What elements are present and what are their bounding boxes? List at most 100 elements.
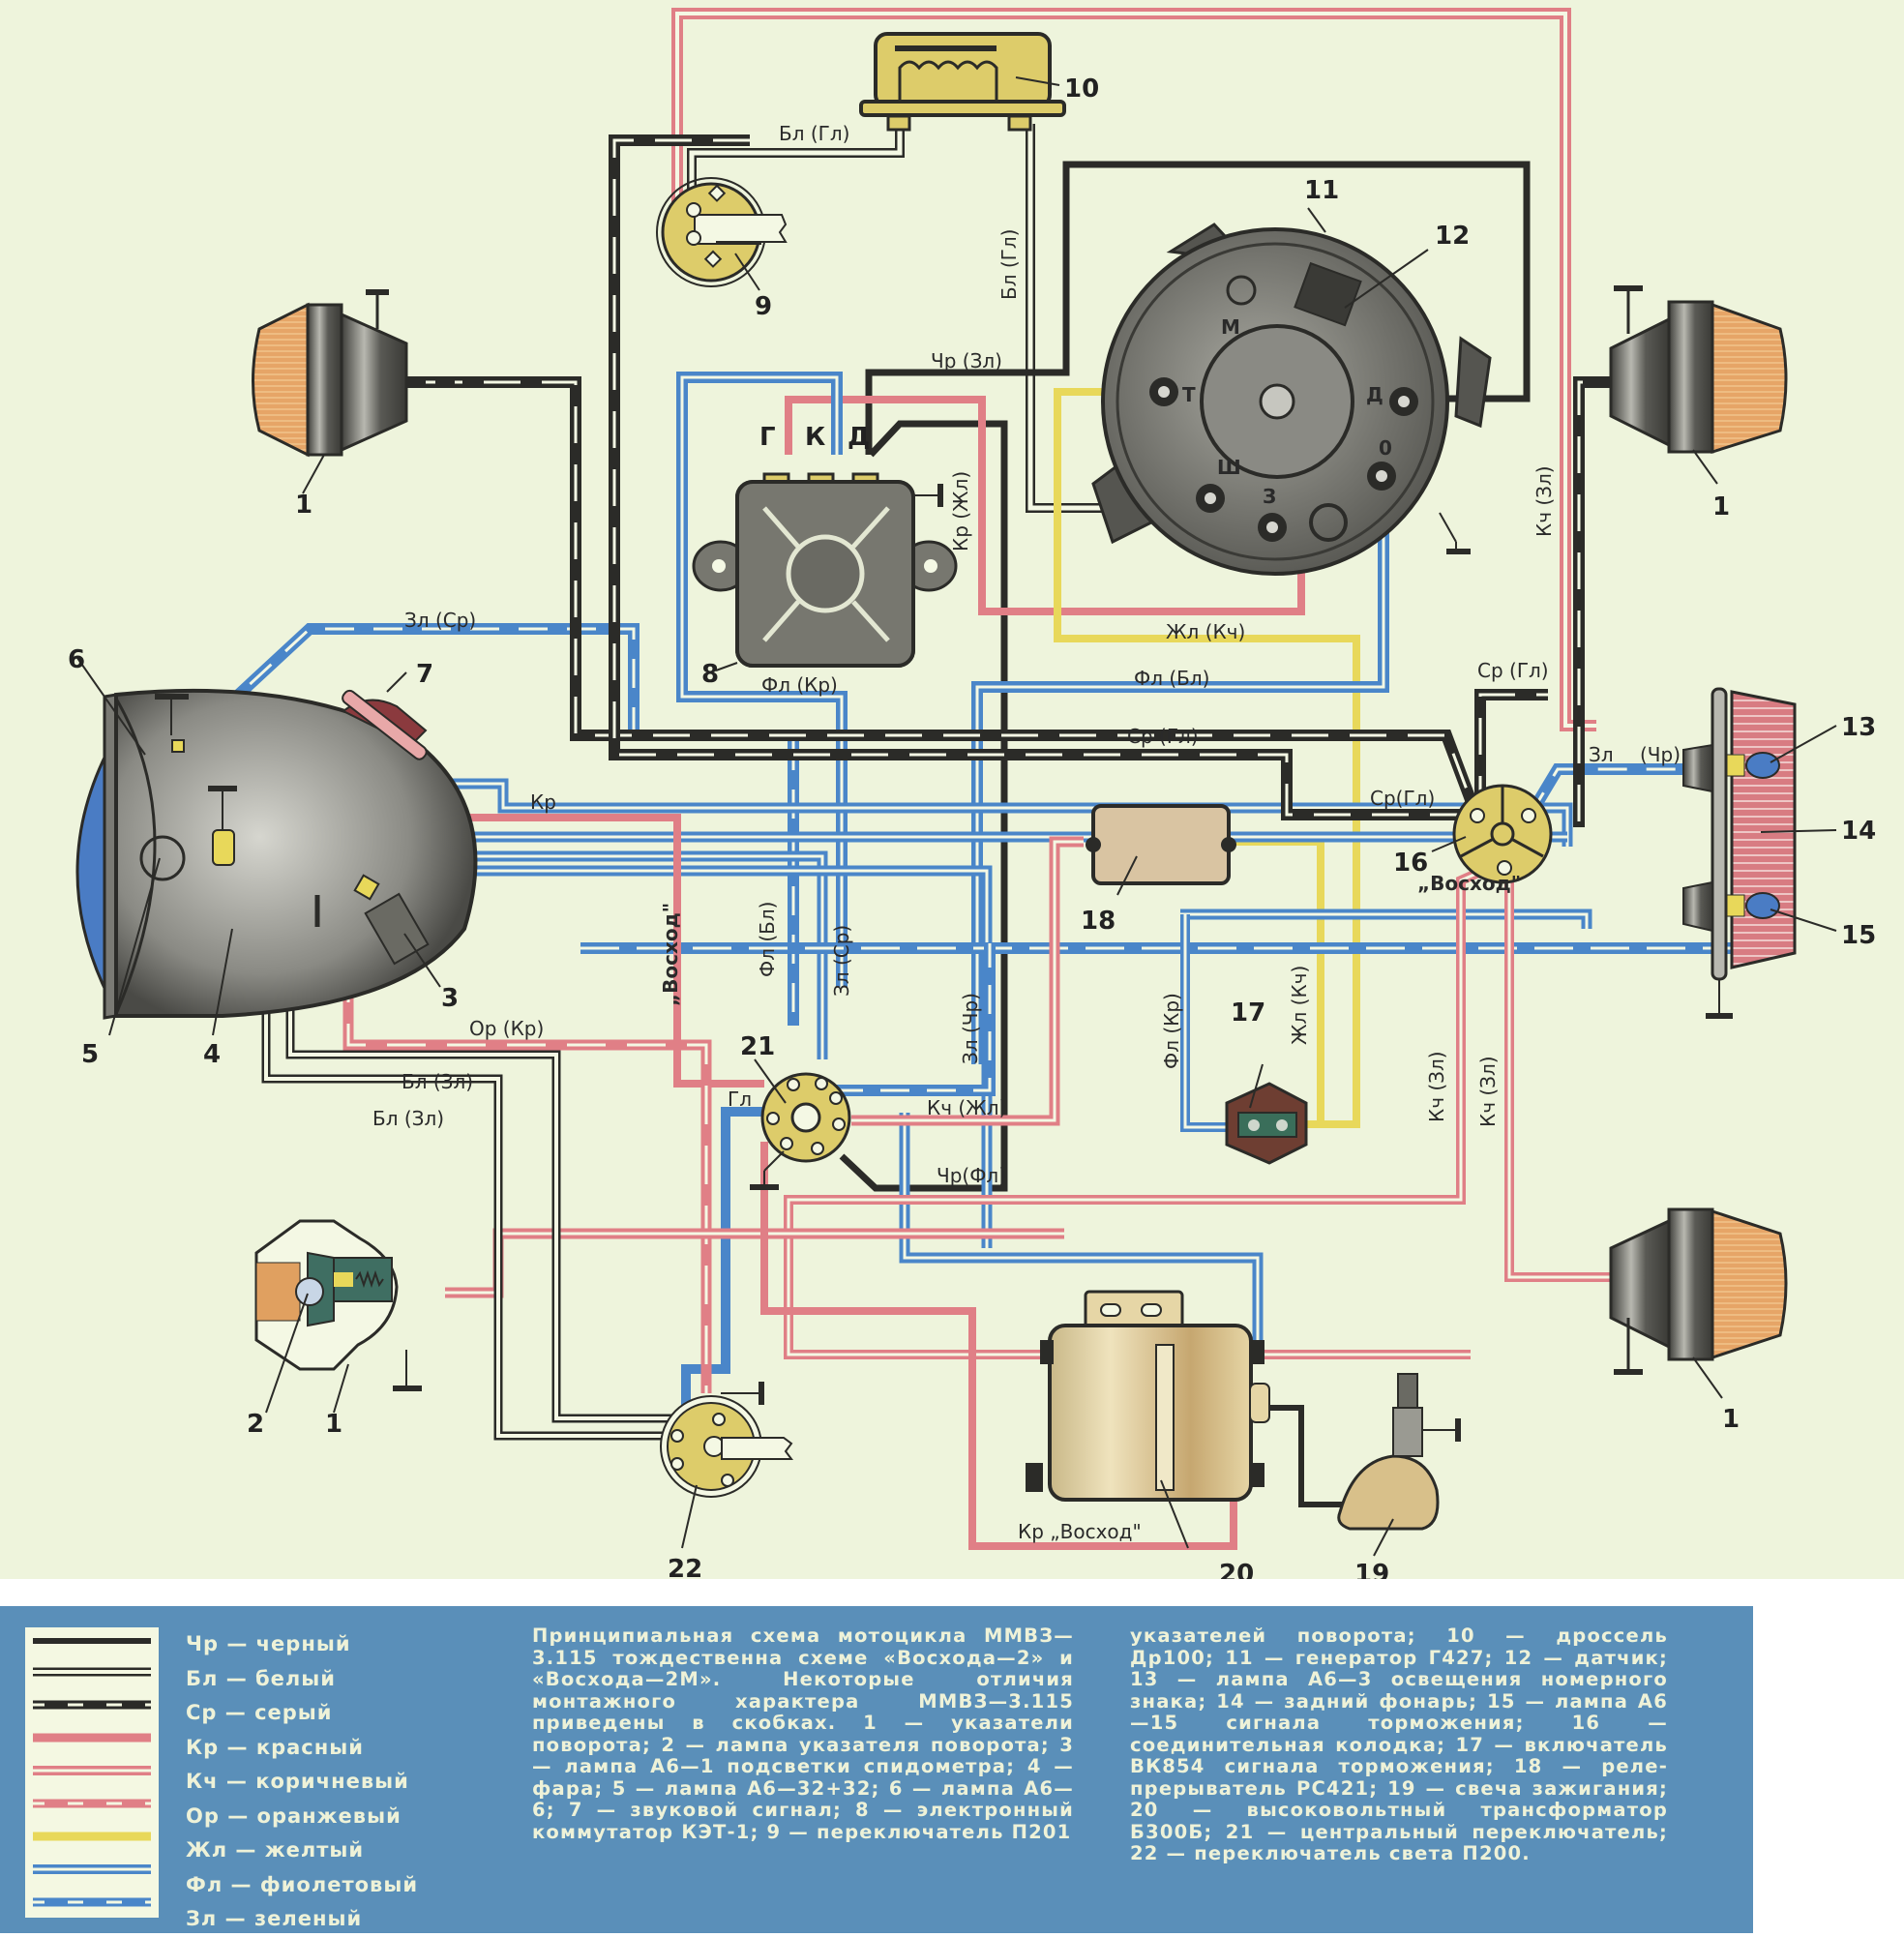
label-num-1b: 1 xyxy=(1712,492,1730,522)
wire-label: „Восход" xyxy=(1417,872,1521,895)
label-num-1a: 1 xyxy=(295,491,312,520)
light-switch-22 xyxy=(660,1382,793,1549)
label-num-8: 8 xyxy=(701,660,719,689)
legend-name: желтый xyxy=(264,1838,365,1862)
wire-label: Бл (Гл) xyxy=(997,229,1021,300)
wire-label: Жл (Кч) xyxy=(1166,620,1245,643)
label-num-3: 3 xyxy=(441,984,459,1013)
label-num-4: 4 xyxy=(203,1040,221,1069)
choke-10 xyxy=(859,32,1066,132)
turn-switch-9 xyxy=(656,177,788,291)
wire-label: Зл (Чр) xyxy=(959,993,982,1064)
relay-18 xyxy=(1086,804,1236,896)
gen-terminal-d: Д xyxy=(1366,383,1383,406)
wire-label: Жл (Кч) xyxy=(1288,966,1311,1045)
label-num-1d: 1 xyxy=(325,1410,342,1439)
terminal-labels: Г К Д М Т Д Ш З 0 xyxy=(759,315,1392,508)
legend-item: Ср — серый xyxy=(186,1696,418,1731)
commutator-8 xyxy=(692,472,958,671)
terminal-g: Г xyxy=(759,423,776,452)
wire-blue-zl-chr xyxy=(834,943,996,1096)
legend-item: Ор — оранжевый xyxy=(186,1800,418,1834)
wire-label: Ср (Гл) xyxy=(1127,725,1199,748)
connector-block-16 xyxy=(1431,784,1553,884)
spark-plug-19 xyxy=(1337,1373,1461,1557)
label-num-20: 20 xyxy=(1219,1560,1254,1579)
generator-11 xyxy=(1091,207,1492,576)
wire-red-kr-zhl xyxy=(785,396,1305,615)
legend-name: фиолетовый xyxy=(259,1872,419,1896)
gen-terminal-z: З xyxy=(1263,485,1276,508)
wire-label: Кч (Зл) xyxy=(1532,465,1556,537)
legend-separator: — xyxy=(227,1803,250,1828)
turn-indicator-lamp-2 xyxy=(254,1219,422,1414)
headlight-4 xyxy=(75,657,478,1036)
wire-labels: Бл (Гл) Бл (Гл) Чр (Зл) Кр (Жл) Кч (Зл) … xyxy=(372,122,1681,1543)
wire-blue-bundle xyxy=(353,778,1780,1248)
legend-code: Зл xyxy=(186,1907,218,1930)
horn-7 xyxy=(342,671,428,760)
wire-ht-lead xyxy=(1258,1405,1350,1507)
legend-separator: — xyxy=(235,1838,257,1862)
label-num-15: 15 xyxy=(1841,921,1876,950)
gen-terminal-0: 0 xyxy=(1379,436,1392,460)
legend-name: серый xyxy=(254,1701,333,1724)
wire-label: Кр xyxy=(530,790,556,814)
wire-label: Кч (Зл) xyxy=(1425,1051,1448,1122)
wire-blue-to-20 xyxy=(899,1113,1264,1355)
wire-label: Ср(Гл) xyxy=(1370,787,1435,810)
label-num-10: 10 xyxy=(1064,74,1099,104)
legend-separator: — xyxy=(226,1632,249,1655)
wire-blue-commutator-k xyxy=(676,372,848,987)
label-num-11: 11 xyxy=(1304,176,1339,205)
wire-label: Кр (Жл) xyxy=(949,471,972,551)
legend-name: коричневый xyxy=(255,1770,409,1793)
legend-item: Зл — зеленый xyxy=(186,1902,418,1937)
label-num-2: 2 xyxy=(247,1410,264,1439)
label-num-6: 6 xyxy=(68,645,85,674)
legend-separator: — xyxy=(225,1666,248,1690)
legend-separator: — xyxy=(226,1735,249,1759)
label-num-1c: 1 xyxy=(1722,1405,1740,1434)
wire-label: Фл (Бл) xyxy=(1134,667,1209,690)
legend-code: Бл xyxy=(186,1666,219,1690)
wire-label: Фл (Кр) xyxy=(761,673,838,697)
legend-separator: — xyxy=(224,1701,247,1724)
legend-item: Кч — коричневый xyxy=(186,1765,418,1800)
wire-label: Чр (Зл) xyxy=(931,349,1002,372)
legend-item: Бл — белый xyxy=(186,1662,418,1697)
wire-label: Кч (Зл) xyxy=(1476,1056,1500,1127)
legend-name: оранжевый xyxy=(256,1803,402,1828)
wire-label: Зл xyxy=(1589,743,1614,766)
wire-label: Гл xyxy=(728,1088,752,1111)
wire-label: „Восход" xyxy=(659,903,682,1006)
legend-separator: — xyxy=(224,1907,247,1930)
label-num-18: 18 xyxy=(1081,907,1116,936)
wire-label: (Чр) xyxy=(1640,743,1681,766)
legend-swatches xyxy=(25,1627,159,1918)
legend-item: Жл — желтый xyxy=(186,1833,418,1868)
label-num-12: 12 xyxy=(1435,222,1470,251)
wire-yellow-zhl-kch xyxy=(1054,388,1360,1128)
brake-switch-17 xyxy=(1225,1063,1308,1165)
wire-label: Бл (Зл) xyxy=(402,1070,473,1093)
legend-panel: Чр — черный Бл — белый Ср — серый Кр — к… xyxy=(0,1606,1753,1933)
legend-separator: — xyxy=(230,1872,253,1896)
wire-label: Ср (Гл) xyxy=(1477,659,1549,682)
caption-text-left: Принципиальная схема мотоцикла ММВЗ—3.11… xyxy=(532,1624,1074,1843)
wire-label: Ор (Кр) xyxy=(469,1017,544,1040)
wire-black-chr-zl xyxy=(865,161,1531,455)
label-num-9: 9 xyxy=(755,292,772,321)
component-numbers: 1 1 1 1 2 3 4 5 6 7 8 9 10 11 12 13 14 1… xyxy=(68,74,1876,1579)
gen-terminal-m: М xyxy=(1221,315,1240,339)
wire-label: Бл (Гл) xyxy=(779,122,849,145)
wiring-diagram: 1 1 1 1 2 3 4 5 6 7 8 9 10 11 12 13 14 1… xyxy=(0,0,1904,1579)
wire-gray-sr-gl xyxy=(368,134,1585,827)
wire-label: Фл (Бл) xyxy=(756,902,779,977)
wire-label: Чр(Фл) xyxy=(937,1164,1006,1187)
ht-transformer-20 xyxy=(1026,1290,1270,1549)
wire-red-kch-zl xyxy=(784,856,1611,1359)
label-num-7: 7 xyxy=(416,660,433,689)
legend-code: Кр xyxy=(186,1735,220,1759)
legend-name: черный xyxy=(255,1632,351,1655)
